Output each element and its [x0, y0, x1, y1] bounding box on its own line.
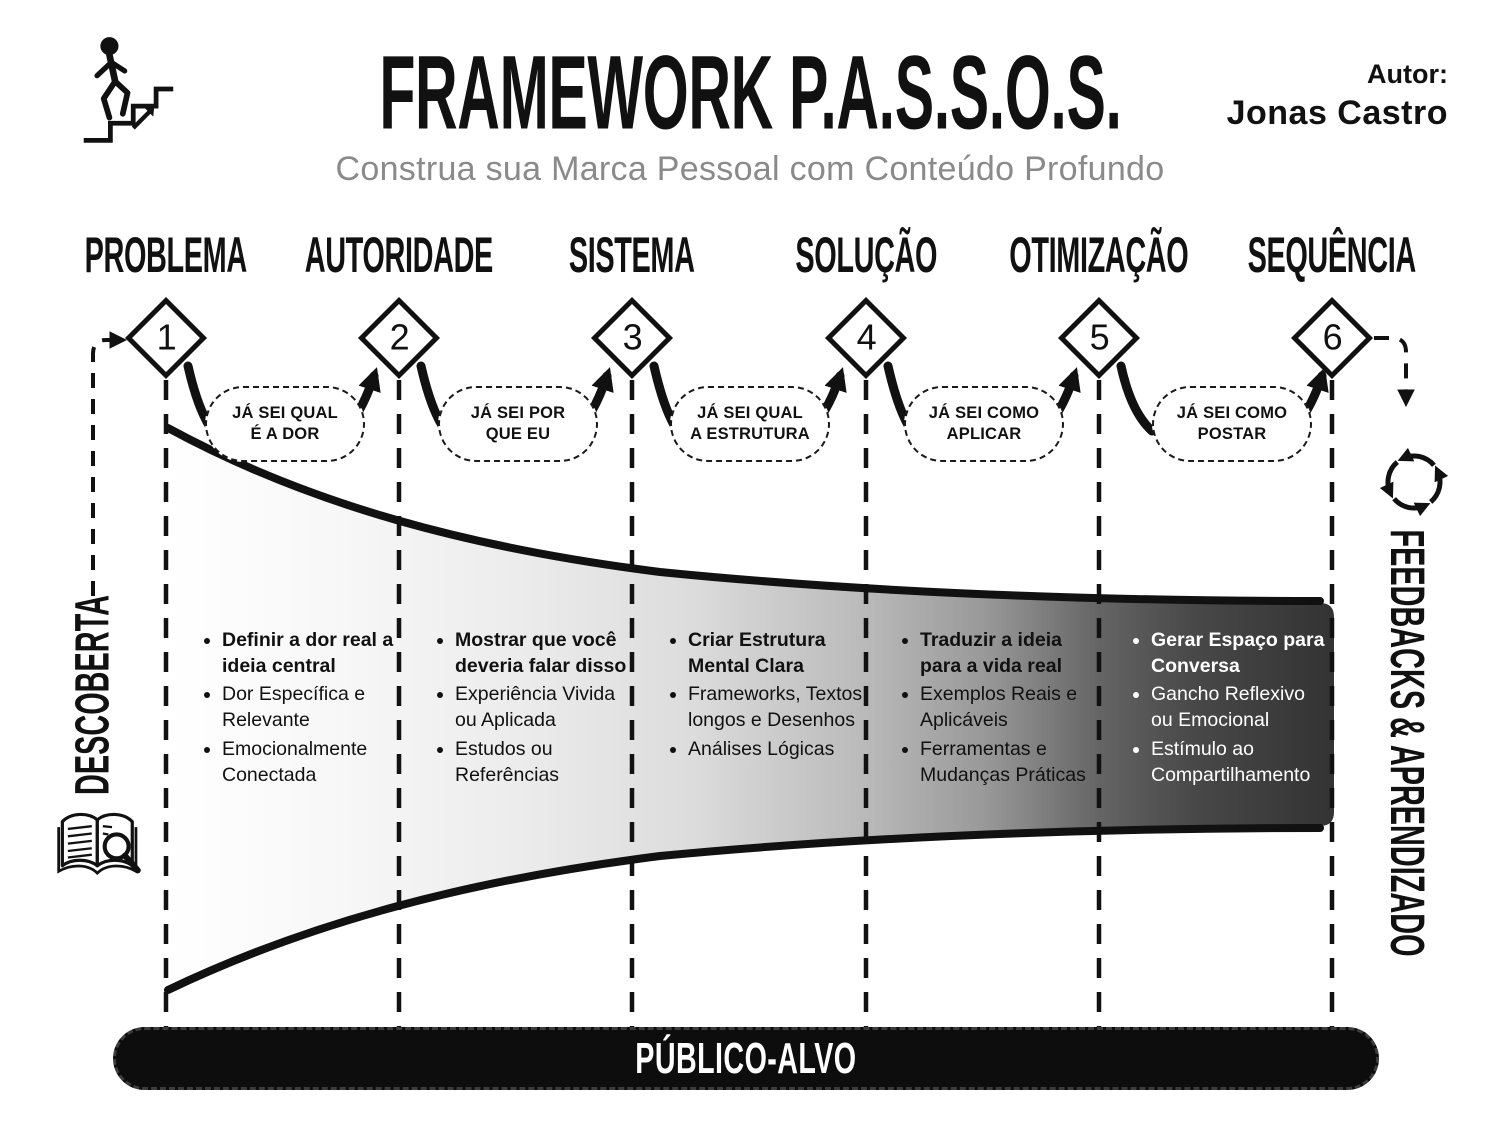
stage-header-sistema: SISTEMA — [569, 228, 695, 284]
stage-header-otimizacao: OTIMIZAÇÃO — [1009, 228, 1189, 284]
entry-guide-arrow — [91, 331, 128, 596]
publico-alvo-label: PÚBLICO-ALVO — [635, 1033, 857, 1083]
stage-list-problema: Definir a dor real a ideia central Dor E… — [202, 628, 400, 791]
list-item: Dor Específica e Relevante — [222, 682, 400, 733]
stage-header-problema: PROBLEMA — [84, 228, 248, 284]
stage-header-solucao: SOLUÇÃO — [795, 228, 937, 284]
exit-guide-arrow — [1374, 336, 1415, 408]
right-rail-feedbacks-aprendizado: FEEDBACKS & APRENDIZADO — [1381, 528, 1435, 957]
list-item: Estudos ou Referências — [455, 737, 633, 788]
list-item: Exemplos Reais e Aplicáveis — [920, 682, 1098, 733]
list-item: Análises Lógicas — [688, 737, 866, 763]
open-book-magnifier-icon — [55, 798, 147, 893]
funnel-top-edge — [164, 424, 1324, 605]
publico-alvo-bar: PÚBLICO-ALVO — [113, 1027, 1379, 1090]
stage-list-sistema: Criar Estrutura Mental Clara Frameworks,… — [668, 628, 866, 766]
page-title: FRAMEWORK P.A.S.S.O.S. — [378, 35, 1122, 152]
left-rail-descoberta: DESCOBERTA — [65, 595, 119, 795]
list-item: Criar Estrutura Mental Clara — [688, 628, 866, 679]
list-item: Gancho Reflexivo ou Emocional — [1151, 682, 1329, 733]
stage-list-solucao: Traduzir a ideia para a vida real Exempl… — [900, 628, 1098, 791]
swoop-in-5 — [1116, 361, 1157, 436]
list-item: Frameworks, Textos longos e Desenhos — [688, 682, 866, 733]
author-name: Jonas Castro — [1226, 93, 1448, 132]
list-item: Definir a dor real a ideia central — [222, 628, 400, 679]
list-item: Estímulo ao Compartilhamento — [1151, 737, 1329, 788]
author-label: Autor: — [1367, 59, 1448, 89]
stage-header-autoridade: AUTORIDADE — [304, 228, 494, 284]
person-climbing-stairs-icon — [78, 30, 178, 148]
page-subtitle: Construa sua Marca Pessoal com Conteúdo … — [335, 150, 1165, 188]
stage-list-otimizacao: Gerar Espaço para Conversa Gancho Reflex… — [1131, 628, 1329, 791]
list-item: Mostrar que você deveria falar disso — [455, 628, 633, 679]
stage-list-autoridade: Mostrar que você deveria falar disso Exp… — [435, 628, 633, 791]
stage-header-sequencia: SEQUÊNCIA — [1247, 228, 1417, 284]
list-item: Ferramentas e Mudanças Práticas — [920, 737, 1098, 788]
list-item: Gerar Espaço para Conversa — [1151, 628, 1329, 679]
list-item: Experiência Vivida ou Aplicada — [455, 682, 633, 733]
funnel-bottom-edge — [164, 824, 1324, 994]
list-item: Traduzir a ideia para a vida real — [920, 628, 1098, 679]
funnel-shape — [168, 430, 1334, 988]
circular-arrows-cycle-icon — [1379, 447, 1449, 517]
list-item: Emocionalmente Conectada — [222, 737, 400, 788]
